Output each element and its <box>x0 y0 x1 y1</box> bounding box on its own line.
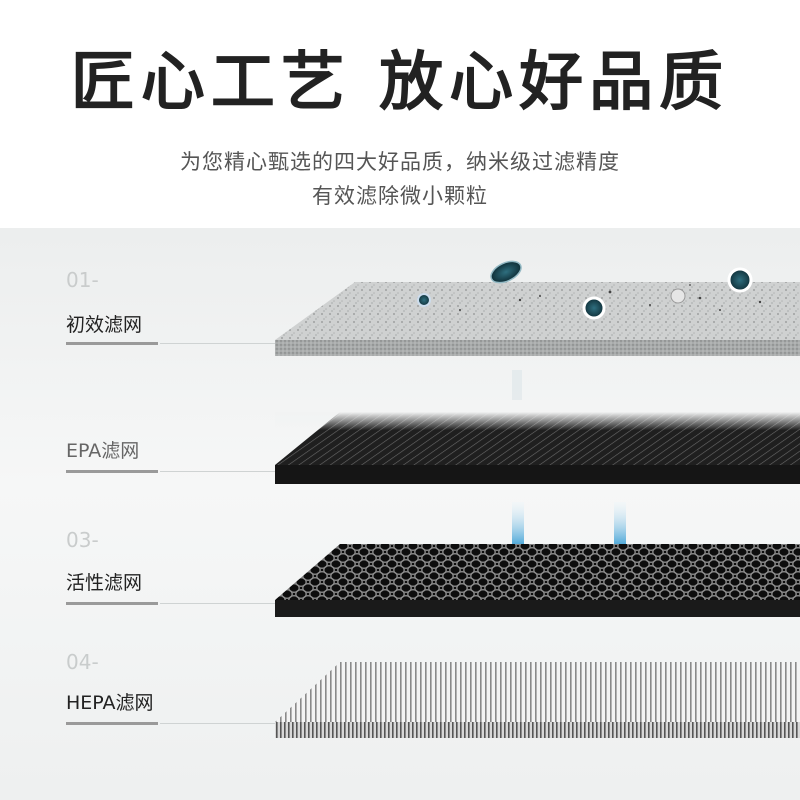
subtitle-line-1: 为您精心甄选的四大好品质，纳米级过滤精度 <box>180 150 620 174</box>
layer-4-number: 04- <box>66 650 99 674</box>
layer-3-label: 活性滤网 <box>66 572 143 594</box>
layer-4-underline <box>66 722 158 725</box>
subtitle-line-2: 有效滤除微小颗粒 <box>312 184 488 208</box>
layer-1-connector <box>160 343 275 344</box>
layer-4-connector <box>160 723 275 724</box>
layer-4-filter-sheet <box>275 662 800 738</box>
layer-1-number: 01- <box>66 268 99 292</box>
layer-4-label: HEPA滤网 <box>66 692 154 714</box>
layer-1-label: 初效滤网 <box>66 314 143 336</box>
main-title: 匠心工艺 放心好品质 <box>70 46 730 120</box>
layer-1-filter-sheet <box>275 260 800 356</box>
layer-2-connector <box>160 471 275 472</box>
layer-2-label: EPA滤网 <box>66 440 140 462</box>
layer-3-connector <box>160 603 275 604</box>
layer-3-underline <box>66 602 158 605</box>
layer-1-underline <box>66 342 158 345</box>
layer-3-filter-sheet <box>275 544 800 617</box>
germ-icons <box>417 260 753 320</box>
layer-2-underline <box>66 470 158 473</box>
layer-3-number: 03- <box>66 528 99 552</box>
layer-2-filter-sheet <box>275 412 800 484</box>
